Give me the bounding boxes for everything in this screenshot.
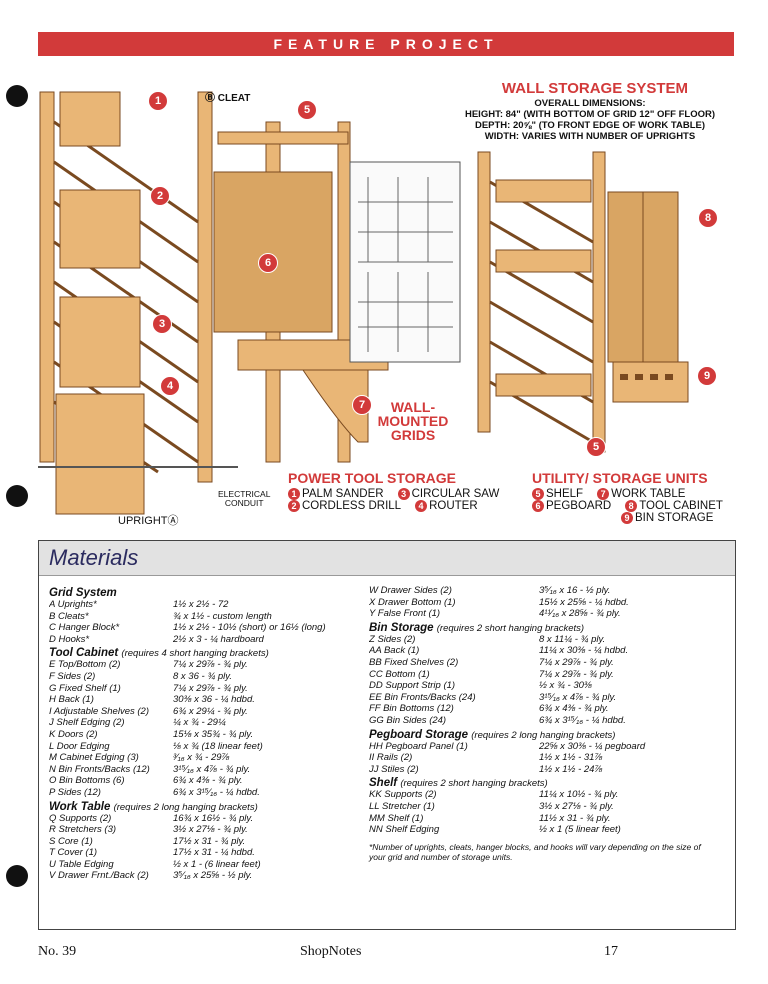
material-row: V Drawer Frnt./Back (2)3⁵⁄₁₆ x 25⅝ - ½ p… [49,870,253,882]
upright-label: UPRIGHTⒶ [118,515,179,527]
material-row: Y False Front (1)4¹¹⁄₁₆ x 28⅝ - ¾ ply. [369,608,621,620]
materials-section-heading: Bin Storage (requires 2 short hanging br… [369,621,585,634]
material-row: DD Support Strip (1)½ x ¾ - 30⅜ [369,680,592,692]
material-row: J Shelf Edging (2)¼ x ¾ - 29¼ [49,717,226,729]
materials-section-heading: Pegboard Storage (requires 2 long hangin… [369,728,616,741]
binder-hole [6,85,28,107]
material-row: M Cabinet Edging (3)³⁄₁₆ x ¾ - 29⅞ [49,752,230,764]
material-row: S Core (1)17½ x 31 - ¾ ply. [49,835,246,847]
material-row: EE Bin Fronts/Backs (24)3¹⁵⁄₁₆ x 4⅞ - ¾ … [369,691,617,703]
binder-hole [6,485,28,507]
materials-section-heading: Work Table (requires 2 long hanging brac… [49,800,258,813]
material-row: N Bin Fronts/Backs (12)3¹⁵⁄₁₆ x 4⅞ - ¾ p… [49,763,251,775]
callout-badge: 9 [697,366,717,386]
material-row: JJ Stiles (2)1½ x 1½ - 24⅞ [369,763,603,775]
wall-mounted-grids-label: WALL- MOUNTED GRIDS [377,399,449,443]
materials-box: Materials Grid System A Uprights*1½ x 2½… [38,540,736,930]
callout-badge: 4 [160,376,180,396]
material-row: I Adjustable Shelves (2)6¾ x 29¼ - ¾ ply… [49,705,248,717]
callout-badge: 5 [297,100,317,120]
cleat-label: Ⓑ CLEAT [205,93,251,104]
material-row: AA Back (1)11¼ x 30⅜ - ¼ hdbd. [369,645,629,657]
callout-badge: 7 [352,395,372,415]
material-row: CC Bottom (1)7¼ x 29⅞ - ¾ ply. [369,668,614,680]
material-row: P Sides (12)6¾ x 3¹⁵⁄₁₆ - ¼ hdbd. [49,786,260,798]
material-row: X Drawer Bottom (1)15½ x 25⅝ - ¼ hdbd. [369,596,629,608]
material-row: Q Supports (2)16¾ x 16½ - ¾ ply. [49,812,254,824]
material-row: A Uprights*1½ x 2½ - 72 [49,599,229,610]
material-row: G Fixed Shelf (1)7¼ x 29⅞ - ¾ ply. [49,682,248,694]
publication-name: ShopNotes [300,944,362,959]
material-row: MM Shelf (1)11½ x 31 - ¾ ply. [369,812,611,824]
material-row: R Stretchers (3)3½ x 27⅛ - ¾ ply. [49,824,248,836]
material-row: B Cleats*¾ x 1½ - custom length [49,610,272,622]
material-row: Z Sides (2)8 x 11¼ - ¾ ply. [369,633,606,645]
material-row: E Top/Bottom (2)7¼ x 29⅞ - ¾ ply. [49,659,248,671]
materials-section-heading: Shelf (requires 2 short hanging brackets… [369,777,548,790]
wall-storage-title: WALL STORAGE SYSTEM [501,80,689,97]
materials-title: Materials [49,545,139,570]
wall-storage-dimensions: OVERALL DIMENSIONS: HEIGHT: 84" (WITH BO… [464,98,716,142]
material-row: II Rails (2)1½ x 1½ - 31⅞ [369,752,603,764]
material-row: K Doors (2)15⅛ x 35¾ - ¾ ply. [49,728,254,740]
material-row: GG Bin Sides (24)6¾ x 3¹⁵⁄₁₆ - ¼ hdbd. [369,714,626,726]
page-number: 17 [604,944,618,959]
material-row: KK Supports (2)11¼ x 10½ - ¾ ply. [369,789,619,801]
callout-badge: 3 [152,314,172,334]
material-row: C Hanger Block*1½ x 2½ - 10½ (short) or … [49,622,326,634]
binder-hole [6,865,28,887]
material-row: BB Fixed Shelves (2)7¼ x 29⅞ - ¾ ply. [369,656,614,668]
material-row: FF Bin Bottoms (12)6¾ x 4⅜ - ¾ ply. [369,703,609,715]
wall-storage-illustration [38,91,689,515]
materials-section-heading: Tool Cabinet (requires 4 short hanging b… [49,647,269,660]
materials-section-heading: Grid System [49,587,117,599]
material-row: HH Pegboard Panel (1)22⅝ x 30⅜ - ¼ pegbo… [369,740,646,752]
issue-number: No. 39 [38,944,77,959]
callout-badge: 1 [148,91,168,111]
materials-footnote: *Number of uprights, cleats, hanger bloc… [369,841,701,862]
material-row: LL Stretcher (1)3½ x 27⅛ - ¾ ply. [369,800,614,812]
callout-badge: 6 [258,253,278,273]
material-row: O Bin Bottoms (6)6¾ x 4⅜ - ¾ ply. [49,775,243,787]
material-row: H Back (1)30⅜ x 36 - ¼ hdbd. [49,694,255,706]
material-row: F Sides (2)8 x 36 - ¾ ply. [49,670,232,682]
callout-badge: 5 [586,437,606,457]
callout-badge: 2 [150,186,170,206]
feature-banner: FEATURE PROJECT [38,32,734,56]
material-row: D Hooks*2½ x 3 - ¼ hardboard [49,633,264,645]
callout-badge: 8 [698,208,718,228]
materials-right-column: W Drawer Sides (2)3⁵⁄₁₆ x 16 - ½ ply.X D… [369,585,719,862]
material-row: T Cover (1)17½ x 31 - ¼ hdbd. [49,847,255,859]
material-row: W Drawer Sides (2)3⁵⁄₁₆ x 16 - ½ ply. [369,585,611,596]
